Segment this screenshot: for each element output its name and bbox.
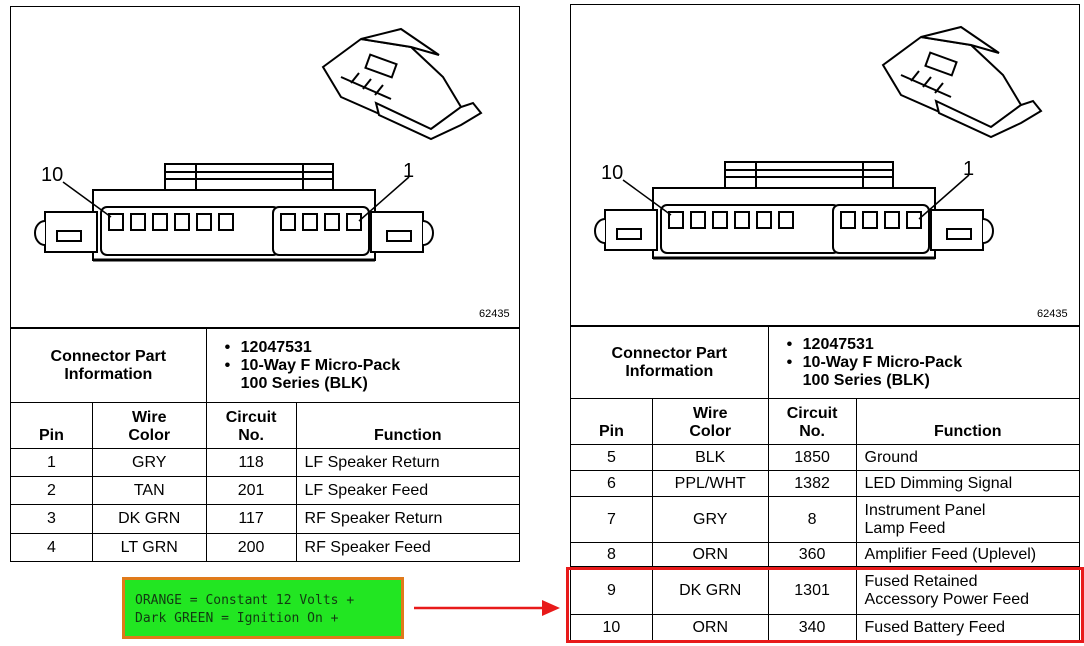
part-number: 12047531 <box>225 339 515 357</box>
connector-part-info: 12047531 10-Way F Micro-Pack 100 Series … <box>767 326 1081 399</box>
color-legend: ORANGE = Constant 12 Volts + Dark GREEN … <box>122 577 404 639</box>
part-number: 12047531 <box>787 336 1075 354</box>
part-description: 10-Way F Micro-Pack <box>225 357 515 375</box>
connector-front-view <box>594 161 994 260</box>
pin-header: Pin <box>570 398 653 445</box>
callout-pin-1: 1 <box>963 158 974 180</box>
legend-orange: ORANGE = Constant 12 Volts + <box>135 593 355 608</box>
pin-cavities <box>108 213 362 231</box>
pin-cavities <box>668 211 922 229</box>
wire-color-header: Wire Color <box>91 402 207 449</box>
circuit-header: Circuit No. <box>767 398 857 445</box>
arrow-icon <box>414 600 560 616</box>
callout-pin-10: 10 <box>601 162 623 184</box>
pin-header: Pin <box>10 402 93 449</box>
left-pinout-table: Connector Part Information 12047531 10-W… <box>10 328 521 562</box>
connector-3d-view <box>881 25 1043 139</box>
table-row: 3 DK GRN 117 RF Speaker Return <box>10 504 521 534</box>
table-row: 5 BLK 1850 Ground <box>570 444 1081 471</box>
connector-part-info: 12047531 10-Way F Micro-Pack 100 Series … <box>205 328 521 403</box>
connector-3d-view <box>321 27 483 141</box>
connector-illustration: 10 1 <box>34 27 483 262</box>
table-row: 8 ORN 360 Amplifier Feed (Uplevel) <box>570 542 1081 567</box>
circuit-header: Circuit No. <box>205 402 297 449</box>
table-row: 7 GRY 8 Instrument Panel Lamp Feed <box>570 496 1081 543</box>
left-connector-drawing: 10 1 62435 <box>10 6 520 328</box>
part-description: 10-Way F Micro-Pack <box>787 354 1075 372</box>
function-header: Function <box>855 398 1081 445</box>
callout-pin-1: 1 <box>403 160 414 182</box>
table-row: 4 LT GRN 200 RF Speaker Feed <box>10 533 521 562</box>
connector-part-label: Connector Part Information <box>10 328 207 403</box>
table-row: 2 TAN 201 LF Speaker Feed <box>10 476 521 505</box>
figure-number: 62435 <box>1037 308 1068 320</box>
table-header-row: Pin Wire Color Circuit No. Function <box>570 398 1081 445</box>
table-row-highlighted: 9 DK GRN 1301 Fused Retained Accessory P… <box>570 566 1081 615</box>
table-row: 6 PPL/WHT 1382 LED Dimming Signal <box>570 470 1081 497</box>
table-row: 1 GRY 118 LF Speaker Return <box>10 448 521 477</box>
function-header: Function <box>295 402 521 449</box>
connector-front-view <box>34 163 434 262</box>
right-connector-drawing: 10 1 62435 <box>570 4 1080 326</box>
connector-illustration: 10 1 <box>594 25 1043 260</box>
connector-part-label: Connector Part Information <box>570 326 769 399</box>
table-row-highlighted: 10 ORN 340 Fused Battery Feed <box>570 614 1081 641</box>
table-header-row: Pin Wire Color Circuit No. Function <box>10 402 521 449</box>
wire-color-header: Wire Color <box>651 398 769 445</box>
legend-dark-green: Dark GREEN = Ignition On + <box>135 611 339 626</box>
figure-number: 62435 <box>479 308 510 320</box>
callout-pin-10: 10 <box>41 164 63 186</box>
right-pinout-table: Connector Part Information 12047531 10-W… <box>570 326 1081 641</box>
